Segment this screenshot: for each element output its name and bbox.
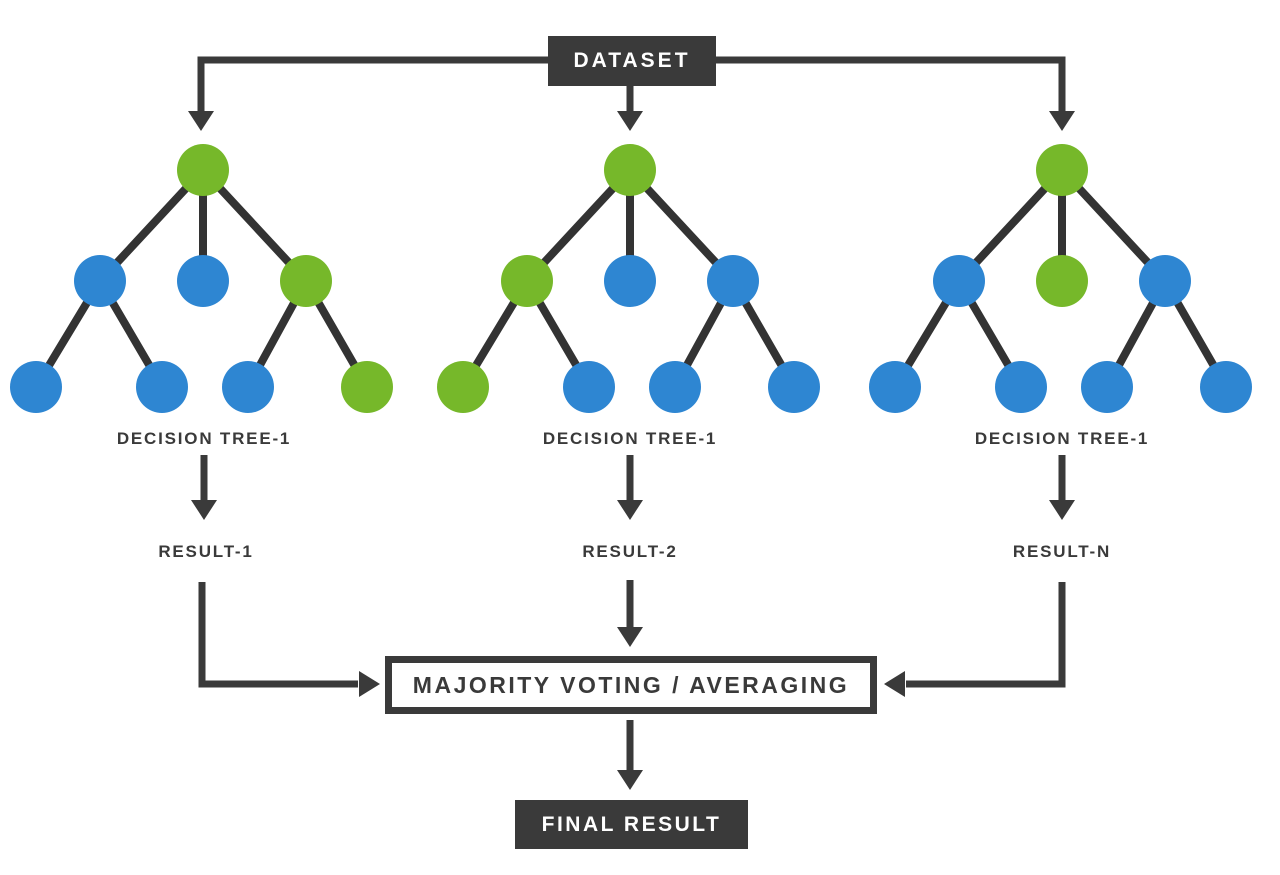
arrow-tree-1-to-result-1-head: [191, 500, 217, 520]
tree-1-mid-node-3: [280, 255, 332, 307]
arrow-result-1-to-voting-head: [359, 671, 380, 697]
tree-3-leaf-node-4: [1200, 361, 1252, 413]
tree-2-mid-node-1: [501, 255, 553, 307]
tree-2-leaf-node-2: [563, 361, 615, 413]
tree-2-root-node: [604, 144, 656, 196]
majority-voting-box: MAJORITY VOTING / AVERAGING: [385, 656, 877, 714]
arrow-dataset-to-tree-2-head: [617, 111, 643, 131]
dataset-box: DATASET: [548, 36, 716, 86]
tree-1-mid-node-1: [74, 255, 126, 307]
tree-2-leaf-node-3: [649, 361, 701, 413]
arrow-result-n-to-voting-head: [884, 671, 905, 697]
tree-3-leaf-node-3: [1081, 361, 1133, 413]
arrow-tree-3-to-result-n-head: [1049, 500, 1075, 520]
tree-2-mid-node-2: [604, 255, 656, 307]
tree-1-leaf-node-3: [222, 361, 274, 413]
arrow-result-1-to-voting: [198, 582, 358, 688]
tree-1-leaf-node-1: [10, 361, 62, 413]
arrow-voting-to-final-result-head: [617, 770, 643, 790]
tree-2-leaf-node-4: [768, 361, 820, 413]
tree-3-leaf-node-1: [869, 361, 921, 413]
arrow-dataset-to-tree-1-head: [188, 111, 214, 131]
arrow-result-2-to-voting-head: [617, 627, 643, 647]
arrow-tree-2-to-result-2-head: [617, 500, 643, 520]
tree-1-leaf-node-2: [136, 361, 188, 413]
result-1-label: RESULT-1: [158, 542, 254, 561]
arrow-dataset-to-tree-3: [716, 56, 1066, 114]
arrow-result-n-to-voting: [906, 582, 1066, 688]
tree-3-root-node: [1036, 144, 1088, 196]
tree-1-mid-node-2: [177, 255, 229, 307]
tree-2-mid-node-3: [707, 255, 759, 307]
tree-2-label: DECISION TREE-1: [542, 429, 718, 448]
tree-3-label: DECISION TREE-1: [974, 429, 1150, 448]
tree-3-leaf-node-2: [995, 361, 1047, 413]
tree-2-leaf-node-1: [437, 361, 489, 413]
arrow-dataset-to-tree-3-head: [1049, 111, 1075, 131]
tree-3-mid-node-3: [1139, 255, 1191, 307]
tree-1-root-node: [177, 144, 229, 196]
result-2-label: RESULT-2: [582, 542, 678, 561]
tree-3-mid-node-2: [1036, 255, 1088, 307]
result-n-label: RESULT-N: [1012, 542, 1112, 561]
tree-1-leaf-node-4: [341, 361, 393, 413]
tree-3-mid-node-1: [933, 255, 985, 307]
final-result-box: FINAL RESULT: [515, 800, 748, 849]
tree-1-label: DECISION TREE-1: [116, 429, 292, 448]
arrow-dataset-to-tree-1: [197, 56, 548, 114]
